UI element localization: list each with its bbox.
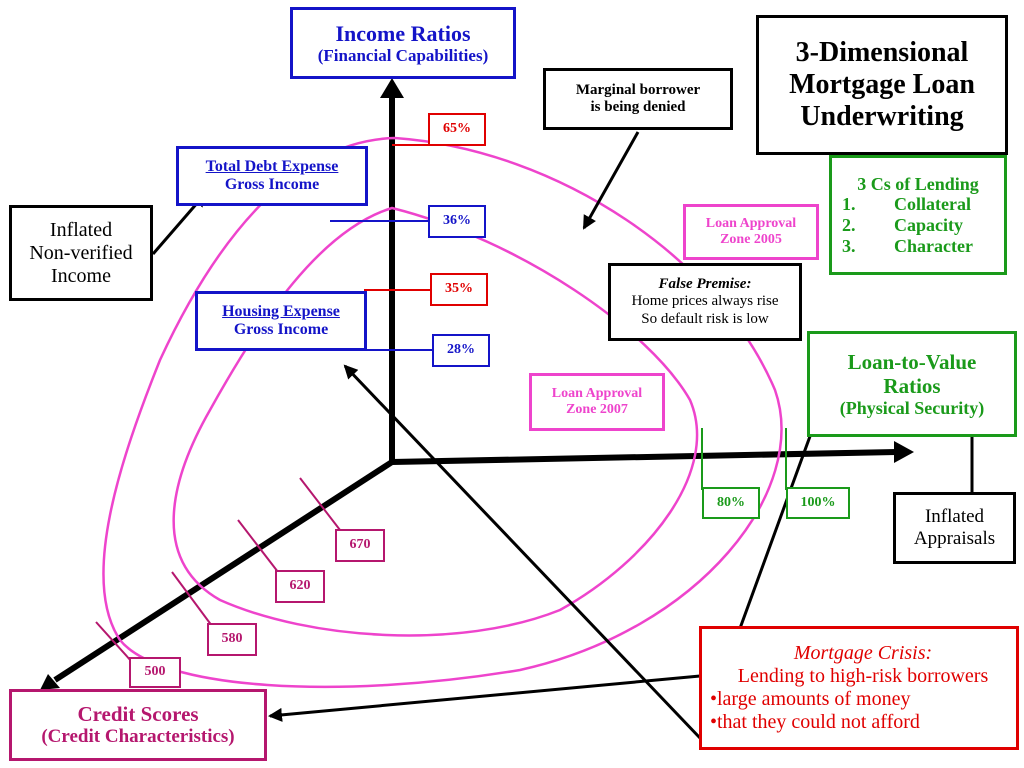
ltv-axis-arrowhead [894, 441, 914, 463]
income-tick-28: 28% [432, 334, 490, 367]
credit-tick-670 [299, 477, 341, 531]
credit-scores-subtitle: (Credit Characteristics) [41, 726, 235, 748]
housing-denominator: Gross Income [233, 321, 329, 338]
mortgage-crisis-line-1: Lending to high-risk borrowers [737, 665, 989, 687]
credit-axis-line [53, 459, 394, 683]
false-premise-title: False Premise: [658, 276, 752, 293]
arrow-crisis-to-credit [268, 674, 701, 722]
inflated-income-line-3: Income [51, 264, 111, 287]
false-premise-line-2: So default risk is low [641, 310, 769, 327]
zone-2005-line-2: Zone 2005 [720, 232, 782, 247]
credit-tick-box-620: 620 [275, 570, 325, 603]
income-tick-65: 65% [428, 113, 486, 146]
total-debt-numerator: Total Debt Expense [205, 157, 339, 175]
inflated-appraisals-line-2: Appraisals [913, 528, 996, 549]
mortgage-crisis-note: Mortgage Crisis: Lending to high-risk bo… [699, 626, 1019, 750]
credit-tick-box-670: 670 [335, 529, 385, 562]
housing-numerator: Housing Expense [222, 302, 340, 320]
income-ratios-subtitle: (Financial Capabilities) [317, 45, 489, 65]
housing-ratio-box: Housing Expense Gross Income [195, 291, 367, 351]
inflated-income-line-2: Non-verified [29, 241, 133, 264]
marginal-borrower-note: Marginal borrower is being denied [543, 68, 733, 130]
three-cs-item: 3. Character [832, 236, 1004, 257]
three-cs-item: 2. Capacity [832, 215, 1004, 236]
inflated-income-note: Inflated Non-verified Income [9, 205, 153, 301]
income-ratios-title: Income Ratios [335, 20, 471, 46]
income-ratios-box: Income Ratios (Financial Capabilities) [290, 7, 516, 79]
ltv-title-line-2: Ratios [883, 373, 941, 398]
main-title-line-3: Underwriting [800, 101, 964, 133]
approval-zone-2007-outline [172, 206, 699, 637]
three-cs-item-num: 1. [842, 194, 856, 215]
three-cs-item-num: 3. [842, 235, 856, 256]
ltv-subtitle: (Physical Security) [839, 397, 985, 418]
main-title-line-2: Mortgage Loan [789, 68, 975, 100]
income-tick-36: 36% [428, 205, 486, 238]
mortgage-crisis-title: Mortgage Crisis: [793, 642, 933, 664]
mortgage-crisis-line-3: •that they could not afford [710, 711, 920, 733]
credit-tick-580 [171, 571, 213, 627]
credit-scores-title: Credit Scores [77, 702, 199, 726]
zone-2007-line-1: Loan Approval [551, 385, 643, 401]
total-debt-denominator: Gross Income [224, 176, 320, 193]
marginal-borrower-line-2: is being denied [590, 99, 686, 115]
ltv-tick-80: 80% [702, 487, 760, 519]
credit-tick-500 [95, 621, 133, 663]
credit-tick-box-580: 580 [207, 623, 257, 656]
zone-2007-label: Loan Approval Zone 2007 [529, 373, 665, 431]
marginal-borrower-line-1: Marginal borrower [575, 81, 701, 98]
main-title-line-1: 3-Dimensional [795, 36, 969, 68]
three-cs-title: 3 Cs of Lending [857, 173, 979, 194]
ltv-tick-100: 100% [786, 487, 850, 519]
three-cs-item-label: Character [894, 235, 973, 256]
three-cs-item-label: Capacity [894, 215, 963, 235]
income-tick-35: 35% [430, 273, 488, 306]
main-title-box: 3-Dimensional Mortgage Loan Underwriting [756, 15, 1008, 155]
total-debt-ratio-box: Total Debt Expense Gross Income [176, 146, 368, 206]
three-cs-box: 3 Cs of Lending 1. Collateral 2. Capacit… [829, 155, 1007, 275]
credit-tick-620 [237, 519, 279, 573]
three-cs-item-label: Collateral [894, 194, 971, 215]
inflated-appraisals-note: Inflated Appraisals [893, 492, 1016, 564]
three-cs-item-num: 2. [842, 215, 856, 235]
inflated-income-line-1: Inflated [49, 218, 113, 241]
arrow-marginal-borrower [582, 131, 640, 230]
income-axis-arrowhead [380, 78, 404, 98]
credit-scores-box: Credit Scores (Credit Characteristics) [9, 689, 267, 761]
ltv-ratios-box: Loan-to-Value Ratios (Physical Security) [807, 331, 1017, 437]
zone-2007-line-2: Zone 2007 [566, 402, 628, 417]
false-premise-note: False Premise: Home prices always rise S… [608, 263, 802, 341]
credit-axis-arrowhead [40, 674, 60, 690]
arrow-crisis-to-housing [343, 364, 702, 740]
false-premise-line-1: Home prices always rise [631, 293, 779, 310]
credit-tick-box-500: 500 [129, 657, 181, 688]
ltv-title-line-1: Loan-to-Value [847, 349, 977, 374]
inflated-appraisals-line-1: Inflated [924, 506, 985, 528]
zone-2005-line-1: Loan Approval [705, 215, 797, 231]
mortgage-crisis-line-2: •large amounts of money [710, 688, 911, 710]
ltv-axis-line [391, 449, 899, 465]
three-cs-item: 1. Collateral [832, 194, 1004, 215]
zone-2005-label: Loan Approval Zone 2005 [683, 204, 819, 260]
